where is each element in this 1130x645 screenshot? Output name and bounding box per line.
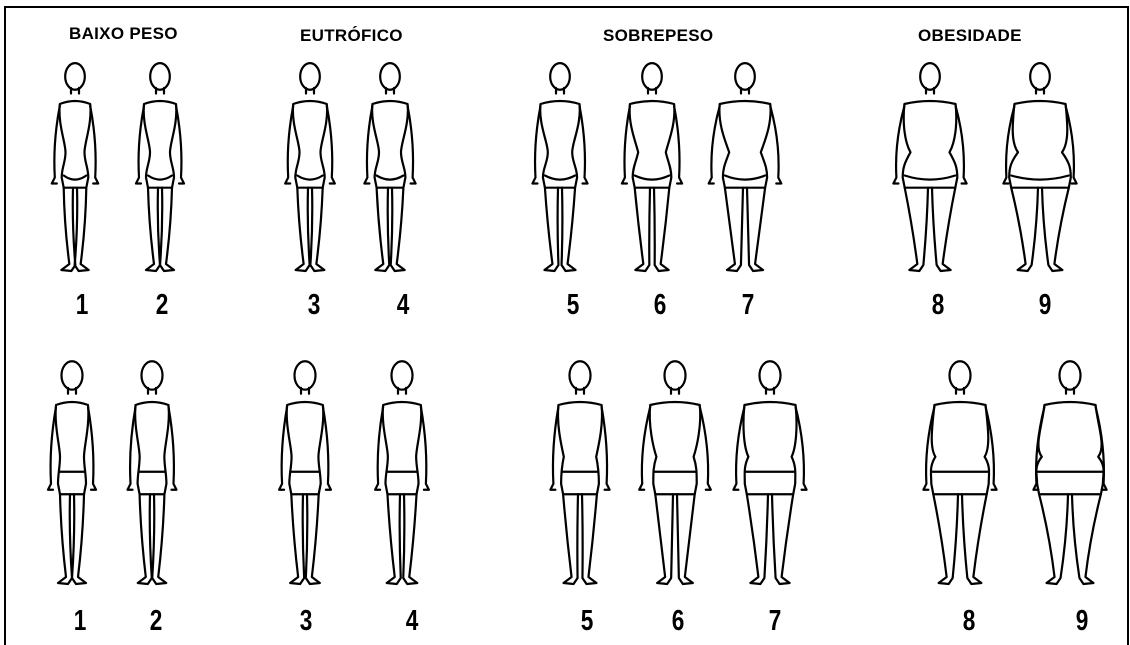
male-figure-number-4: 4 — [396, 605, 427, 638]
female-figure-number-9: 9 — [1029, 289, 1060, 322]
male-figure-number-3: 3 — [290, 605, 321, 638]
male-figure-number-1: 1 — [64, 605, 95, 638]
female-silhouette-1 — [52, 63, 98, 271]
male-figure-number-6: 6 — [662, 605, 693, 638]
male-figure-number-9: 9 — [1066, 605, 1097, 638]
female-silhouette-2 — [136, 63, 184, 271]
female-silhouette-9 — [1003, 63, 1076, 271]
male-silhouette-7 — [733, 361, 806, 584]
male-silhouette-9 — [1033, 361, 1106, 584]
male-silhouette-4 — [375, 361, 429, 584]
female-silhouette-8 — [893, 63, 966, 271]
female-figure-number-6: 6 — [644, 289, 675, 322]
female-figure-number-4: 4 — [387, 289, 418, 322]
female-figure-number-7: 7 — [732, 289, 763, 322]
female-silhouette-3 — [285, 63, 335, 271]
male-silhouette-2 — [128, 361, 177, 584]
male-figure-number-8: 8 — [953, 605, 984, 638]
male-silhouette-5 — [550, 361, 609, 584]
male-silhouette-1 — [48, 361, 96, 584]
female-figure-number-5: 5 — [557, 289, 588, 322]
female-figure-number-1: 1 — [66, 289, 97, 322]
female-figure-number-3: 3 — [298, 289, 329, 322]
male-silhouette-6 — [639, 361, 711, 584]
female-figure-number-8: 8 — [922, 289, 953, 322]
female-silhouette-6 — [622, 63, 682, 271]
male-silhouette-3 — [279, 361, 331, 584]
female-silhouette-7 — [709, 63, 782, 271]
female-silhouette-4 — [364, 63, 415, 271]
male-silhouette-8 — [923, 361, 996, 584]
female-figure-number-2: 2 — [146, 289, 177, 322]
male-figure-number-5: 5 — [571, 605, 602, 638]
male-figure-number-2: 2 — [140, 605, 171, 638]
male-figure-number-7: 7 — [759, 605, 790, 638]
female-silhouette-5 — [532, 63, 587, 271]
